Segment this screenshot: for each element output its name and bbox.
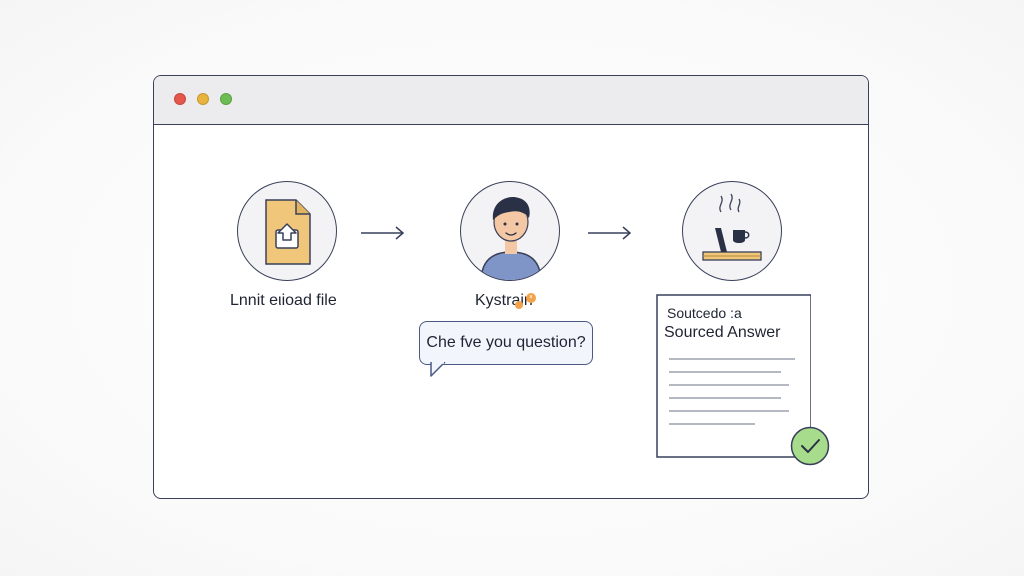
arrow-right-icon bbox=[588, 226, 632, 240]
maximize-window-button[interactable] bbox=[220, 93, 232, 105]
document-icon bbox=[656, 294, 811, 458]
minimize-window-button[interactable] bbox=[197, 93, 209, 105]
upload-step-label: Lnnit eιioad file bbox=[230, 292, 337, 309]
source-step-circle bbox=[682, 181, 782, 281]
sourced-answer-document: Soutcedo :a Sourced Answer bbox=[651, 293, 811, 459]
notification-badge-icon bbox=[515, 293, 536, 309]
source-icon bbox=[702, 193, 762, 261]
question-text: Che fve you question? bbox=[426, 334, 586, 351]
upload-file-step-circle bbox=[237, 181, 337, 281]
close-window-button[interactable] bbox=[174, 93, 186, 105]
bubble-tail-icon bbox=[430, 362, 446, 377]
window-titlebar bbox=[154, 76, 868, 125]
person-icon bbox=[480, 196, 542, 280]
verified-check-icon bbox=[790, 426, 830, 466]
answer-lines bbox=[669, 358, 795, 425]
question-bubble: Che fve you question? bbox=[419, 321, 593, 365]
person-step-circle bbox=[460, 181, 560, 281]
document-title: Sourced Answer bbox=[664, 324, 781, 341]
app-window: Lnnit eιioad file Kystrain bbox=[153, 75, 869, 499]
document-title-small: Soutcedo :a bbox=[667, 305, 742, 321]
upload-file-icon bbox=[265, 199, 311, 265]
arrow-right-icon bbox=[361, 226, 405, 240]
